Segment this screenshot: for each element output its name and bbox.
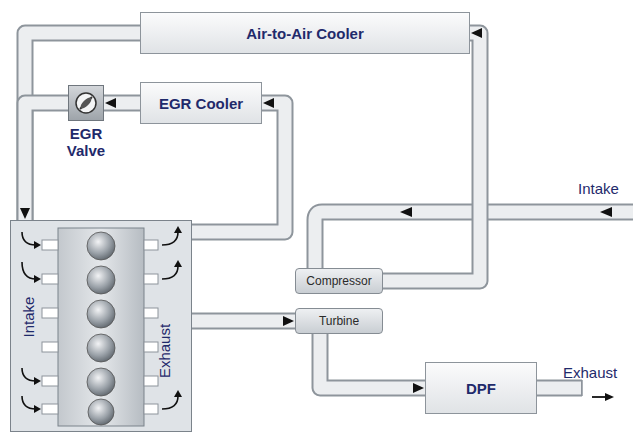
pipe-connector	[20, 33, 140, 220]
inlet-label: Intake	[578, 180, 619, 197]
arrowhead	[20, 208, 30, 219]
arrowhead	[413, 383, 424, 393]
engine-body	[10, 220, 192, 432]
pipe-connector	[104, 98, 140, 108]
pipe-connector	[383, 28, 482, 281]
flow-arrows	[22, 232, 178, 409]
pipe-outline	[25, 33, 140, 220]
pipe-outline	[104, 95, 140, 112]
arrowhead	[283, 316, 294, 326]
turbine-box: Turbine	[295, 308, 383, 334]
pipe-outline	[192, 313, 295, 330]
flow-arrow	[592, 393, 614, 401]
pipe-connector	[20, 103, 68, 220]
flow-arrow	[600, 207, 612, 217]
arrowhead	[471, 28, 482, 38]
arrowhead	[263, 98, 274, 108]
node-text: Air-to-Air Cooler	[246, 25, 364, 42]
node-text: EGR Valve	[59, 125, 113, 160]
cylinder-block	[58, 228, 144, 426]
pipe-outline	[383, 33, 480, 281]
cylinders	[87, 232, 115, 425]
node-text: EGR Cooler	[159, 95, 243, 112]
node-text: Intake	[20, 297, 37, 338]
node-text: Compressor	[306, 274, 371, 288]
pipe-fill	[383, 33, 480, 281]
node-text: Exhaust	[156, 324, 173, 378]
filter-box: DPF	[425, 362, 537, 414]
ports	[42, 240, 158, 414]
pipe-outline	[320, 334, 425, 388]
compressor-box: Compressor	[295, 268, 383, 294]
engine-block: IntakeExhaust	[10, 220, 192, 432]
pipe-fill	[320, 334, 425, 388]
pipe-outline	[25, 103, 68, 220]
pipe-fill	[192, 315, 295, 328]
pipe-connector	[192, 316, 295, 326]
pipe-connector	[320, 334, 425, 393]
pipe-fill	[25, 103, 68, 220]
pipe-fill	[104, 97, 140, 110]
outlet-label: Exhaust	[563, 364, 617, 381]
exhaust-pipe	[535, 380, 582, 396]
valve-symbol	[69, 86, 103, 120]
pipe-fill	[25, 33, 140, 220]
flow-arrowheads	[34, 226, 182, 413]
node-text: DPF	[466, 380, 496, 397]
cooler-box: EGR Cooler	[140, 82, 262, 124]
node-text: Turbine	[319, 314, 359, 328]
cooler-box: Air-to-Air Cooler	[140, 12, 470, 54]
flow-arrow	[400, 207, 412, 217]
arrowhead	[105, 98, 116, 108]
